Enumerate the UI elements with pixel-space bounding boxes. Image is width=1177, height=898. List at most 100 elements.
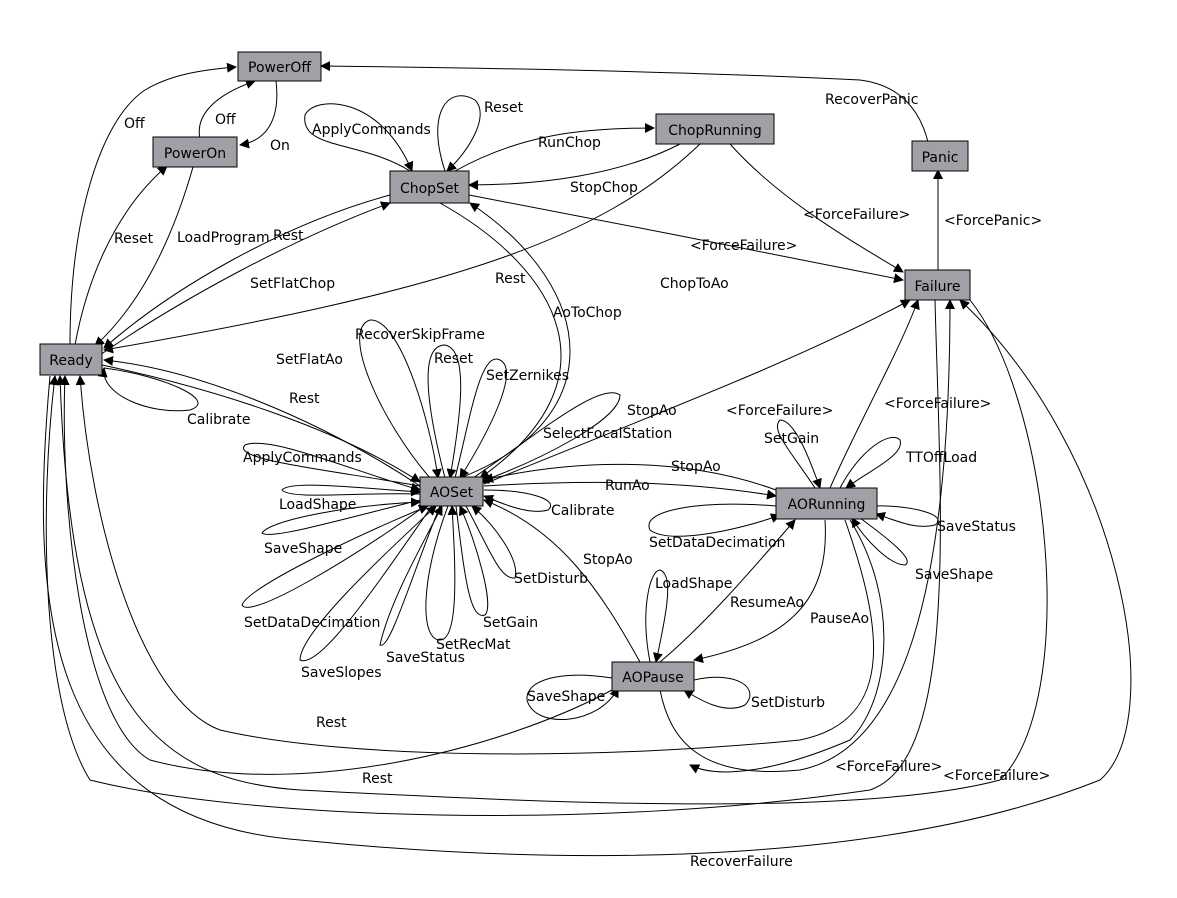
edge-aoset-failure bbox=[483, 299, 911, 485]
edge-aoset-self-saveshape bbox=[261, 497, 421, 535]
edge-aoset-self-select bbox=[469, 392, 621, 484]
edge-choprunning-ready bbox=[103, 143, 701, 354]
transition-edges bbox=[42, 61, 1132, 857]
state-poweron-label: PowerOn bbox=[164, 146, 226, 162]
edge-aoset-self-reset bbox=[427, 344, 462, 479]
state-aoset[interactable]: AOSet bbox=[419, 476, 484, 507]
edge-aopause-ready bbox=[59, 375, 613, 775]
edge-aoset-self-zernikes bbox=[454, 358, 507, 479]
state-panic[interactable]: Panic bbox=[911, 140, 969, 172]
label-calibrate-ready: Calibrate bbox=[187, 412, 250, 428]
edge-chopset-ready bbox=[103, 194, 391, 349]
state-ready[interactable]: Ready bbox=[39, 343, 103, 376]
state-failure-box bbox=[904, 269, 971, 301]
label-force-failure-aoset: <ForceFailure> bbox=[726, 403, 833, 419]
label-apply-commands-chop: ApplyCommands bbox=[312, 122, 431, 138]
edge-aopause-self-saveshape bbox=[526, 674, 619, 720]
label-rest-aorun: Rest bbox=[316, 715, 347, 731]
label-tt-off-load: TTOffLoad bbox=[905, 450, 977, 466]
state-poweroff[interactable]: PowerOff bbox=[237, 51, 322, 82]
state-aopause-box bbox=[611, 661, 695, 692]
label-force-failure-pause-a: <ForceFailure> bbox=[835, 759, 942, 775]
label-on: On bbox=[270, 138, 290, 154]
edge-aorunning-self-ttoffload bbox=[839, 437, 901, 489]
label-set-disturb-aoset: SetDisturb bbox=[514, 571, 588, 587]
edge-poweroff-poweron bbox=[239, 80, 278, 149]
label-run-ao: RunAo bbox=[605, 478, 650, 494]
label-calibrate-aoset: Calibrate bbox=[551, 503, 614, 519]
edge-chopset-self-reset bbox=[437, 95, 481, 172]
label-apply-commands-ao: ApplyCommands bbox=[243, 450, 362, 466]
state-chopset[interactable]: ChopSet bbox=[389, 170, 470, 204]
label-force-failure-pause-b: <ForceFailure> bbox=[943, 768, 1050, 784]
edge-aoset-self-datadecim bbox=[241, 504, 429, 608]
state-poweroff-box bbox=[237, 51, 322, 82]
state-ready-label: Ready bbox=[49, 353, 92, 369]
edge-aopause-self-loadshape bbox=[645, 569, 669, 663]
label-set-flat-ao: SetFlatAo bbox=[276, 352, 343, 368]
edge-panic-poweroff bbox=[320, 61, 929, 143]
edge-chopset-failure bbox=[468, 194, 904, 284]
state-aoset-label: AOSet bbox=[430, 485, 474, 501]
state-poweron[interactable]: PowerOn bbox=[152, 136, 238, 168]
state-aorunning-label: AORunning bbox=[788, 497, 866, 513]
edge-ready-chopset bbox=[99, 201, 391, 356]
edge-ready-aoset bbox=[101, 364, 421, 483]
state-chopset-box bbox=[389, 170, 470, 204]
state-poweroff-label: PowerOff bbox=[248, 60, 311, 76]
edge-ready-failure bbox=[42, 299, 1132, 857]
edge-ready-poweroff bbox=[69, 62, 237, 346]
state-panic-label: Panic bbox=[922, 150, 959, 166]
label-set-flat-chop: SetFlatChop bbox=[250, 276, 335, 292]
edge-aorunning-aopause bbox=[693, 519, 826, 664]
state-chopset-label: ChopSet bbox=[400, 181, 460, 197]
label-ao-to-chop: AoToChop bbox=[553, 305, 622, 321]
edge-aorunning-aoset bbox=[483, 463, 777, 491]
edge-aoset-self-setgain bbox=[455, 505, 489, 616]
label-run-chop: RunChop bbox=[538, 135, 601, 151]
edge-chopset-self-apply bbox=[304, 103, 414, 172]
edge-aopause-aorunning bbox=[659, 519, 796, 663]
label-select-focal-station: SelectFocalStation bbox=[543, 426, 672, 442]
edge-aorunning-failure bbox=[829, 299, 920, 489]
edge-poweron-poweroff bbox=[198, 79, 256, 140]
edge-choprunning-chopset bbox=[468, 143, 681, 190]
label-load-shape-aoset: LoadShape bbox=[279, 497, 356, 513]
state-panic-box bbox=[911, 140, 969, 172]
label-save-status-aorun: SaveStatus bbox=[937, 519, 1016, 535]
label-recover-skip-frame: RecoverSkipFrame bbox=[355, 327, 485, 343]
label-reset-aoset: Reset bbox=[434, 351, 474, 367]
label-load-program: LoadProgram bbox=[177, 230, 270, 246]
edge-chopset-choprunning bbox=[454, 123, 655, 172]
state-failure[interactable]: Failure bbox=[904, 269, 971, 301]
edge-failure-ready-b bbox=[55, 299, 1048, 805]
label-set-rec-mat: SetRecMat bbox=[436, 637, 511, 653]
edge-aorunning-self-savestatus bbox=[875, 505, 939, 527]
edge-aopause-self-setdisturb bbox=[683, 676, 751, 709]
state-aopause[interactable]: AOPause bbox=[611, 661, 695, 692]
edge-aoset-self-loadshape bbox=[281, 484, 421, 497]
state-choprunning-box bbox=[655, 113, 775, 145]
edge-aoset-self-recoverskip bbox=[359, 319, 442, 479]
edge-aoset-self-setrecmat bbox=[425, 505, 458, 641]
state-aorunning-box bbox=[775, 487, 878, 520]
label-set-gain-aorun: SetGain bbox=[764, 431, 819, 447]
label-save-slopes: SaveSlopes bbox=[301, 665, 382, 681]
label-save-shape-aorun: SaveShape bbox=[915, 567, 993, 583]
label-pause-ao: PauseAo bbox=[810, 611, 869, 627]
state-choprunning[interactable]: ChopRunning bbox=[655, 113, 775, 145]
label-stop-ao-failure: StopAo bbox=[627, 403, 677, 419]
label-set-disturb-pause: SetDisturb bbox=[751, 695, 825, 711]
label-save-shape-aoset: SaveShape bbox=[264, 541, 342, 557]
label-set-data-decimation-aorun: SetDataDecimation bbox=[649, 535, 785, 551]
state-ready-box bbox=[39, 343, 103, 376]
label-set-zernikes: SetZernikes bbox=[486, 368, 569, 384]
edge-aoset-self-setdisturb bbox=[465, 505, 517, 579]
edge-aopause-aoset bbox=[483, 498, 641, 663]
state-poweron-box bbox=[152, 136, 238, 168]
label-resume-ao: ResumeAo bbox=[730, 595, 804, 611]
state-aorunning[interactable]: AORunning bbox=[775, 487, 878, 520]
edge-aorunning-ready bbox=[75, 375, 875, 755]
edge-aoset-self-apply bbox=[242, 442, 421, 493]
